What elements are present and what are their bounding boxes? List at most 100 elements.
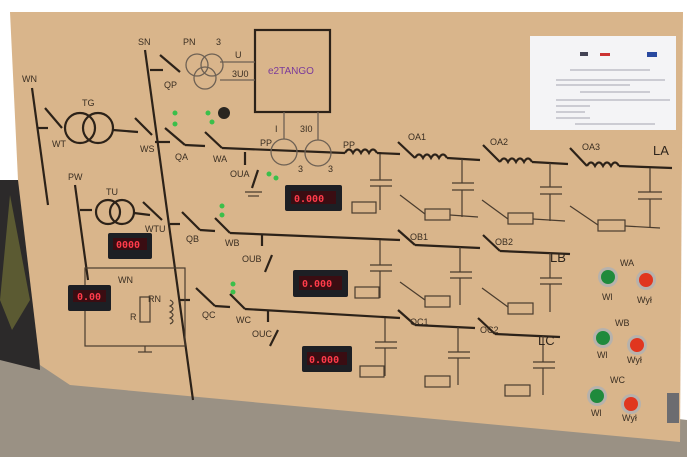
label-wt1: WT xyxy=(52,139,66,149)
wa-off-button[interactable] xyxy=(639,273,653,287)
svg-text:PP: PP xyxy=(260,138,272,148)
svg-text:0.000: 0.000 xyxy=(309,355,339,366)
wc-off-button[interactable] xyxy=(624,397,638,411)
label-wn: WN xyxy=(22,74,37,84)
switch-ws xyxy=(134,117,153,136)
e2tango-label: e2TANGO xyxy=(268,66,314,77)
oa-sections xyxy=(397,141,673,232)
label-oa2: OA2 xyxy=(490,137,508,147)
svg-text:WN: WN xyxy=(118,275,133,285)
switch-ouc xyxy=(269,329,279,347)
switch-wtu xyxy=(142,201,163,221)
switch-wc xyxy=(229,293,246,310)
svg-text:Wl: Wl xyxy=(591,408,602,418)
inductor-a xyxy=(344,148,378,156)
label-tu: TU xyxy=(106,187,118,197)
tu-transformer-primary xyxy=(94,198,122,226)
display-line-c: 0.000 xyxy=(302,346,352,372)
svg-text:0.00: 0.00 xyxy=(77,292,101,303)
label-lb: LB xyxy=(550,250,566,265)
label-wb: WB xyxy=(225,238,240,248)
label-3u0: 3U0 xyxy=(232,69,249,79)
pn-transformer xyxy=(193,66,217,90)
breaker-wc: WC Wl Wył xyxy=(587,375,641,423)
svg-text:3: 3 xyxy=(216,37,221,47)
switch-qp xyxy=(159,54,181,73)
label-qc: QC xyxy=(202,310,216,320)
label-oa1: OA1 xyxy=(408,132,426,142)
label-sn: SN xyxy=(138,37,151,47)
tu-transformer-secondary xyxy=(108,198,136,226)
side-connector xyxy=(667,393,679,423)
label-qa: QA xyxy=(175,152,188,162)
breaker-wb: WB Wl Wył xyxy=(593,318,647,365)
display-line-a: 0.000 xyxy=(285,185,342,211)
label-lc: LC xyxy=(538,333,555,348)
wn-bus xyxy=(30,87,50,206)
switch-qa xyxy=(164,127,186,146)
svg-text:RN: RN xyxy=(148,294,161,304)
svg-text:WB: WB xyxy=(615,318,630,328)
ob-sections xyxy=(397,229,571,315)
wb-off-button[interactable] xyxy=(630,338,644,352)
wb-on-button[interactable] xyxy=(596,331,610,345)
breaker-wa: WA Wl Wył xyxy=(598,258,656,305)
label-wc: WC xyxy=(236,315,251,325)
svg-text:Wl: Wl xyxy=(597,350,608,360)
label-oub: OUB xyxy=(242,254,262,264)
label-ouc: OUC xyxy=(252,329,273,339)
switch-qc xyxy=(195,287,216,307)
svg-text:WA: WA xyxy=(620,258,634,268)
label-pn: PN xyxy=(183,37,196,47)
svg-text:WC: WC xyxy=(610,375,625,385)
svg-text:Wył: Wył xyxy=(627,355,642,365)
display-line-b: 0.000 xyxy=(293,270,348,297)
e2tango-box xyxy=(253,28,332,114)
resistor-r xyxy=(139,296,151,323)
label-qp: QP xyxy=(164,80,177,90)
tg-transformer-primary xyxy=(63,111,97,145)
label-u: U xyxy=(235,50,242,60)
svg-text:Wył: Wył xyxy=(637,295,652,305)
info-sheet xyxy=(530,36,676,130)
label-wtu: WTU xyxy=(145,224,166,234)
display-left-bottom: 0.00 xyxy=(68,285,111,311)
label-oc2: OC2 xyxy=(480,325,499,335)
label-ob2: OB2 xyxy=(495,237,513,247)
label-ws: WS xyxy=(140,144,155,154)
label-ob1: OB1 xyxy=(410,232,428,242)
wa-on-button[interactable] xyxy=(601,270,615,284)
svg-text:3: 3 xyxy=(298,164,303,174)
key-switch[interactable] xyxy=(218,107,230,119)
pw-bus xyxy=(73,184,90,281)
tg-transformer-secondary xyxy=(81,111,115,145)
svg-text:3I0: 3I0 xyxy=(300,124,313,134)
oc-sections xyxy=(397,309,561,397)
wc-on-button[interactable] xyxy=(590,389,604,403)
svg-text:PP: PP xyxy=(343,140,355,150)
svg-text:R: R xyxy=(130,312,137,322)
label-qb: QB xyxy=(186,234,199,244)
label-wa: WA xyxy=(213,154,227,164)
svg-text:0.000: 0.000 xyxy=(294,194,324,205)
label-tg: TG xyxy=(82,98,95,108)
switch-qb xyxy=(181,211,201,231)
switch-wt1 xyxy=(44,107,63,129)
svg-text:I: I xyxy=(275,124,278,134)
label-oua: OUA xyxy=(230,169,250,179)
switch-oua xyxy=(250,169,260,189)
svg-text:Wył: Wył xyxy=(622,413,637,423)
label-oc1: OC1 xyxy=(410,317,429,327)
display-left-top: 0000 xyxy=(108,233,152,259)
switch-oub xyxy=(263,254,274,273)
switch-wa xyxy=(204,131,223,149)
switch-wb xyxy=(214,217,231,234)
label-oa3: OA3 xyxy=(582,142,600,152)
position-indicators xyxy=(172,110,279,295)
svg-text:0000: 0000 xyxy=(116,240,140,251)
label-la: LA xyxy=(653,143,669,158)
svg-text:Wl: Wl xyxy=(602,292,613,302)
schematic-labels: WN TG WT SN PN 3 U 3U0 QP WS QA WA PP PP… xyxy=(22,37,669,348)
